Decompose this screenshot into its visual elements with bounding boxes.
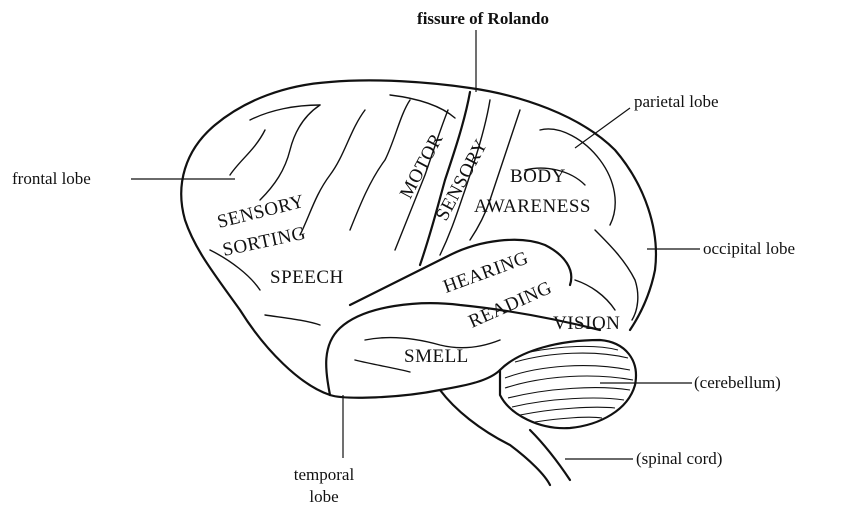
brainstem-outline xyxy=(440,390,550,485)
fissure-of-rolando-label: fissure of Rolando xyxy=(417,9,549,28)
frontal-lobe-label: frontal lobe xyxy=(12,169,91,188)
temporal-lobe-label-line2: lobe xyxy=(309,487,338,506)
spinal-cord-line xyxy=(530,430,570,480)
region-smell: SMELL xyxy=(404,346,469,367)
region-vision: VISION xyxy=(553,313,620,334)
region-motor: MOTOR xyxy=(396,130,448,202)
temporal-lobe-label-line1: temporal xyxy=(294,465,355,484)
region-body-awareness-1: BODY xyxy=(510,166,566,187)
region-body-awareness-2: AWARENESS xyxy=(474,196,591,217)
spinal-cord-label: (spinal cord) xyxy=(636,449,722,468)
parietal-leader xyxy=(575,108,630,148)
cerebellum-folia xyxy=(505,346,633,422)
temporal-bottom xyxy=(330,370,500,398)
region-speech: SPEECH xyxy=(270,267,344,288)
parietal-lobe-label: parietal lobe xyxy=(634,92,719,111)
cerebellum-label: (cerebellum) xyxy=(694,373,781,392)
occipital-lobe-label: occipital lobe xyxy=(703,239,795,258)
